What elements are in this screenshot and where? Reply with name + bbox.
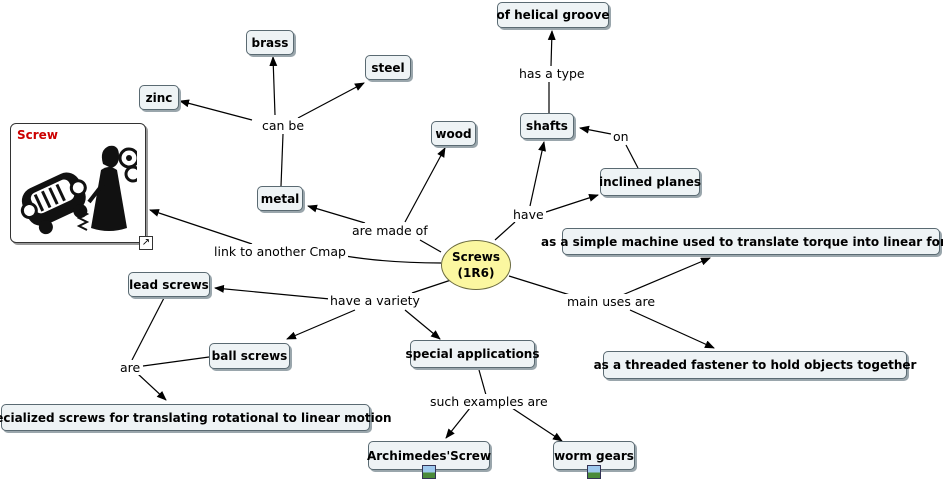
- line-metal-canbe: [280, 133, 284, 187]
- node-threaded-fastener[interactable]: as a threaded fastener to hold objects t…: [594, 351, 916, 379]
- line-madeof-wood: [404, 147, 446, 223]
- line-canbe-steel: [297, 82, 365, 119]
- line-variety-special: [404, 309, 441, 340]
- line-madeof-metal: [307, 204, 366, 224]
- line-mainuses-simple: [619, 257, 711, 297]
- line-have-inclined: [545, 193, 599, 213]
- node-brass[interactable]: brass: [246, 30, 294, 55]
- node-zinc[interactable]: zinc: [139, 85, 179, 110]
- link-on: on: [611, 129, 631, 144]
- screw-node-title: Screw: [17, 128, 58, 142]
- node-steel[interactable]: steel: [365, 55, 411, 80]
- line-inclined-on: [625, 144, 639, 169]
- line-such-archimedes: [445, 407, 471, 439]
- line-such-worm: [511, 407, 563, 442]
- line-have-shafts: [529, 141, 546, 207]
- center-line-1: Screws: [451, 250, 501, 264]
- line-center-mainuses: [508, 275, 571, 296]
- link-have: have: [511, 207, 546, 222]
- node-specialized-screws[interactable]: specialized screws for translating rotat…: [0, 404, 392, 431]
- link-are-made-of: are made of: [350, 223, 430, 238]
- node-lead-screws[interactable]: lead screws: [128, 272, 210, 297]
- line-on-shafts: [579, 125, 612, 135]
- archimedes-image-resource-icon[interactable]: [422, 465, 436, 479]
- line-center-variety: [411, 279, 452, 294]
- node-special-applications[interactable]: special applications: [406, 340, 540, 368]
- cmap-link-icon[interactable]: ↗: [139, 236, 153, 250]
- line-canbe-brass: [269, 56, 278, 116]
- node-simple-machine[interactable]: as a simple machine used to translate to…: [541, 228, 943, 255]
- node-wood[interactable]: wood: [431, 121, 476, 146]
- line-hastype-helical: [547, 30, 556, 67]
- line-linkcmap-screw: [149, 209, 253, 245]
- line-special-such: [478, 369, 487, 396]
- node-helical-groove[interactable]: of helical groove: [497, 2, 610, 28]
- node-ball-screws[interactable]: ball screws: [209, 343, 290, 369]
- central-concept-screws[interactable]: Screws (1R6): [441, 240, 511, 290]
- link-has-a-type: has a type: [517, 66, 587, 81]
- line-center-madeof: [419, 239, 442, 253]
- line-center-linkcmap: [344, 255, 442, 264]
- link-have-a-variety: have a variety: [328, 293, 422, 308]
- line-variety-ball: [286, 309, 356, 340]
- node-shafts[interactable]: shafts: [520, 113, 574, 139]
- line-lead-are: [131, 297, 165, 361]
- link-such-examples: such examples are: [428, 394, 550, 409]
- node-metal[interactable]: metal: [257, 186, 303, 211]
- line-center-have: [494, 221, 516, 241]
- line-ball-are: [142, 356, 210, 367]
- worm-gears-image-resource-icon[interactable]: [587, 465, 601, 479]
- line-are-specialized: [137, 373, 167, 401]
- node-inclined-planes[interactable]: inclined planes: [599, 168, 701, 196]
- link-main-uses: main uses are: [565, 294, 658, 309]
- link-can-be: can be: [260, 118, 307, 133]
- center-line-2: (1R6): [457, 266, 495, 280]
- screw-cmap-node[interactable]: Screw: [10, 123, 146, 243]
- line-mainuses-fastener: [629, 309, 715, 349]
- link-are: are: [118, 360, 143, 375]
- line-variety-lead: [214, 284, 331, 300]
- link-another-cmap: link to another Cmap: [212, 244, 348, 259]
- screw-clipart-image: [20, 145, 137, 235]
- line-canbe-zinc: [179, 99, 253, 121]
